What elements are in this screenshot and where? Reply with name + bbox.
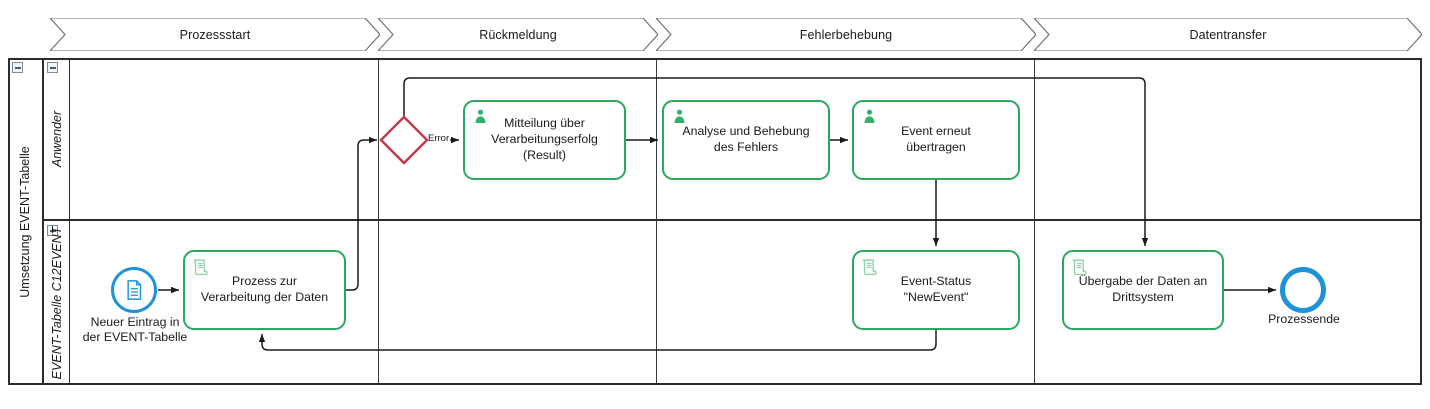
start-event[interactable] bbox=[111, 267, 157, 313]
script-task-icon bbox=[192, 258, 209, 276]
task-label: Mitteilung über Verarbeitungserfolg (Res… bbox=[491, 116, 598, 162]
pool-title-column[interactable]: Umsetzung EVENT-Tabelle bbox=[8, 58, 44, 385]
phase-separator-1 bbox=[378, 60, 380, 383]
phase-header-4[interactable]: Datentransfer bbox=[1034, 18, 1422, 51]
phase-header-2[interactable]: Rückmeldung bbox=[378, 18, 658, 51]
phase-separator-2 bbox=[656, 60, 658, 383]
phase-chevron-shape bbox=[656, 18, 1036, 51]
phase-header-label: Rückmeldung bbox=[479, 27, 557, 42]
user-task-icon bbox=[671, 108, 688, 125]
task-label: Event erneut übertragen bbox=[901, 124, 971, 154]
task-label: Analyse und Behebung des Fehlers bbox=[682, 124, 810, 154]
task-label: Übergabe der Daten an Drittsystem bbox=[1078, 274, 1208, 304]
phase-chevron-shape bbox=[50, 18, 380, 51]
exclusive-gateway[interactable] bbox=[378, 114, 430, 166]
end-event[interactable] bbox=[1280, 267, 1326, 313]
task-event-erneut[interactable]: Event erneut übertragen bbox=[852, 100, 1020, 180]
task-label: Prozess zur Verarbeitung der Daten bbox=[200, 274, 329, 304]
script-task-icon bbox=[861, 258, 878, 276]
task-analyse[interactable]: Analyse und Behebung des Fehlers bbox=[662, 100, 830, 180]
phase-chevron-shape bbox=[378, 18, 658, 51]
task-uebergabe[interactable]: Übergabe der Daten an Drittsystem bbox=[1062, 250, 1224, 330]
lane-collapse-icon[interactable] bbox=[47, 225, 58, 236]
task-mitteilung[interactable]: Mitteilung über Verarbeitungserfolg (Res… bbox=[463, 100, 626, 180]
end-event-label: Prozessende bbox=[1268, 312, 1340, 326]
task-label: Event-Status "NewEvent" bbox=[900, 274, 972, 304]
flow-gateway-to-mitteilung-label: Error bbox=[427, 133, 451, 144]
pool-collapse-icon[interactable] bbox=[12, 62, 23, 73]
lane-collapse-icon[interactable] bbox=[47, 62, 58, 73]
task-event-status[interactable]: Event-Status "NewEvent" bbox=[852, 250, 1020, 330]
script-task-icon bbox=[1071, 258, 1088, 276]
user-task-icon bbox=[861, 108, 878, 125]
phase-header-label: Fehlerbehebung bbox=[799, 27, 893, 42]
user-task-icon bbox=[472, 108, 489, 125]
lane-2: EVENT-Tabelle C12EVENT bbox=[44, 221, 1422, 385]
phase-header-label: Datentransfer bbox=[1189, 27, 1267, 42]
phase-header-3[interactable]: Fehlerbehebung bbox=[656, 18, 1036, 51]
lane-title-column[interactable]: Anwender bbox=[44, 58, 70, 219]
lane-title-column[interactable]: EVENT-Tabelle C12EVENT bbox=[44, 221, 70, 385]
phase-separator-3 bbox=[1034, 60, 1036, 383]
phase-header-1[interactable]: Prozessstart bbox=[50, 18, 380, 51]
document-start-event-icon bbox=[127, 280, 142, 300]
start-event-label: Neuer Eintrag in der EVENT-Tabelle bbox=[82, 315, 188, 345]
pool-title-label: Umsetzung EVENT-Tabelle bbox=[18, 145, 32, 298]
phase-chevron-shape bbox=[1034, 18, 1422, 51]
lane-title-label: Anwender bbox=[49, 110, 64, 167]
lane-title-label: EVENT-Tabelle C12EVENT bbox=[49, 226, 64, 380]
phase-header-label: Prozessstart bbox=[179, 27, 251, 42]
task-prozess-verarbeitung[interactable]: Prozess zur Verarbeitung der Daten bbox=[183, 250, 346, 330]
